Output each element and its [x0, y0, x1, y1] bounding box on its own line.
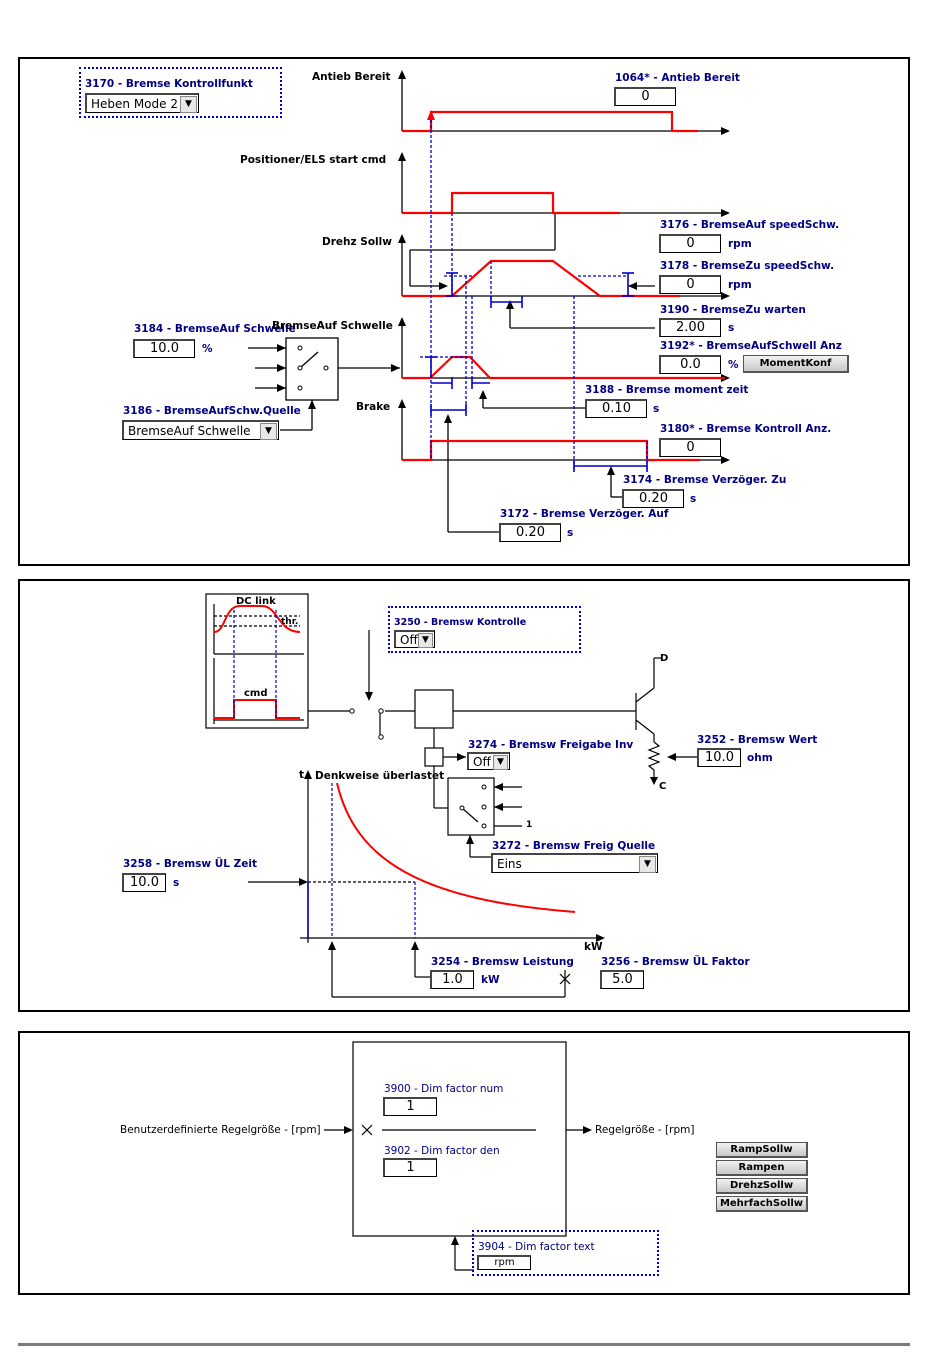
open-threshold-label: 3184 - BremseAuf Schwelle [134, 323, 296, 335]
threshold-label: thr. [281, 617, 299, 627]
open-speed-input[interactable]: 0 [659, 234, 721, 253]
cmd-label: cmd [244, 688, 268, 699]
control-display-label: 3180* - Bremse Kontroll Anz. [660, 423, 832, 435]
overload-time-input[interactable]: 10.0 [122, 873, 166, 892]
chopper-control-select[interactable]: Off▼ [394, 630, 435, 648]
open-delay-label: 3172 - Bremse Verzöger. Auf [500, 508, 669, 520]
torque-config-button[interactable]: MomentKonf [743, 355, 849, 373]
ramp-setpoint-button[interactable]: RampSollw [716, 1142, 808, 1158]
enable-source-value: Eins [497, 857, 522, 871]
threshold-display-unit: % [728, 359, 739, 371]
control-display-value: 0 [659, 438, 721, 457]
resistor-value-label: 3252 - Bremsw Wert [697, 734, 818, 746]
close-wait-label: 3190 - BremseZu warten [660, 304, 806, 316]
overload-factor-input[interactable]: 5.0 [600, 970, 644, 989]
close-wait-unit: s [728, 322, 735, 334]
signal-brake: Brake [356, 401, 391, 413]
threshold-source-label: 3186 - BremseAufSchw.Quelle [123, 405, 301, 417]
signal-positioner-start: Positioner/ELS start cmd [240, 154, 387, 166]
dim-den-label: 3902 - Dim factor den [384, 1145, 500, 1157]
chevron-down-icon: ▼ [260, 423, 277, 440]
chevron-down-icon: ▼ [418, 633, 433, 648]
terminal-d: D [660, 653, 669, 664]
threshold-display-label: 3192* - BremseAufSchwell Anz [660, 340, 842, 352]
drive-ready-label: 1064* - Antieb Bereit [615, 72, 740, 84]
torque-time-input[interactable]: 0.10 [585, 399, 647, 418]
open-speed-unit: rpm [728, 238, 752, 250]
torque-time-label: 3188 - Bremse moment zeit [585, 384, 749, 396]
dc-link-label: DC link [236, 596, 276, 607]
brake-chopper-diagram [205, 593, 697, 998]
dim-num-input[interactable]: 1 [383, 1097, 437, 1116]
terminal-c: C [659, 781, 667, 792]
overload-factor-label: 3256 - Bremsw ÜL Faktor [601, 956, 750, 968]
signal-speed-ref: Drehz Sollw [322, 236, 392, 248]
brake-mode-value: Heben Mode 2 [91, 97, 178, 111]
dim-text-input[interactable]: rpm [477, 1255, 531, 1270]
resistor-value-input[interactable]: 10.0 [697, 748, 741, 767]
brake-mode-group [79, 67, 282, 118]
power-input[interactable]: 1.0 [430, 970, 474, 989]
output-signal-label: Regelgröße - [rpm] [595, 1124, 695, 1136]
enable-invert-select[interactable]: Off▼ [467, 752, 510, 770]
open-delay-input[interactable]: 0.20 [499, 523, 561, 542]
chevron-down-icon: ▼ [639, 856, 656, 873]
multi-setpoint-button[interactable]: MehrfachSollw [716, 1196, 808, 1212]
kw-axis-label: kW [584, 941, 603, 953]
open-delay-unit: s [567, 527, 574, 539]
overload-time-unit: s [173, 877, 180, 889]
signal-drive-ready: Antieb Bereit [312, 71, 391, 83]
dim-text-group [472, 1230, 659, 1276]
dim-den-input[interactable]: 1 [383, 1158, 437, 1177]
signal-open-threshold: BremseAuf Schwelle [272, 320, 393, 332]
overload-curve-label: Denkweise überlastet [315, 770, 445, 782]
threshold-source-value: BremseAuf Schwelle [128, 424, 251, 438]
resistor-value-unit: ohm [747, 752, 773, 764]
brake-timing-diagram [248, 70, 730, 533]
close-speed-input[interactable]: 0 [659, 275, 721, 294]
enable-source-select[interactable]: Eins ▼ [491, 853, 658, 873]
open-threshold-unit: % [202, 343, 213, 355]
close-speed-label: 3178 - BremseZu speedSchw. [660, 260, 835, 272]
open-speed-label: 3176 - BremseAuf speedSchw. [660, 219, 840, 231]
speed-setpoint-button[interactable]: DrehzSollw [716, 1178, 808, 1194]
close-delay-unit: s [690, 493, 697, 505]
chevron-down-icon: ▼ [180, 96, 197, 113]
power-label: 3254 - Bremsw Leistung [431, 956, 574, 968]
input-one-label: 1 [526, 820, 533, 830]
brake-control-panel [18, 57, 910, 566]
close-delay-input[interactable]: 0.20 [622, 489, 684, 508]
chopper-control-value: Off [400, 633, 418, 647]
input-signal-label: Benutzerdefinierte Regelgröße - [rpm] [120, 1124, 321, 1136]
torque-time-unit: s [653, 403, 660, 415]
overload-time-label: 3258 - Bremsw ÜL Zeit [123, 858, 257, 870]
footer-divider [18, 1343, 910, 1346]
brake-mode-select[interactable]: Heben Mode 2▼ [85, 93, 199, 113]
enable-invert-label: 3274 - Bremsw Freigabe Inv [468, 739, 634, 751]
power-unit: kW [481, 974, 500, 986]
threshold-display-value: 0.0 [659, 355, 721, 374]
drive-ready-value: 0 [614, 87, 676, 106]
dim-text-label: 3904 - Dim factor text [478, 1241, 595, 1253]
ramps-button[interactable]: Rampen [716, 1160, 808, 1176]
chopper-control-label: 3250 - Bremsw Kontrolle [394, 617, 527, 628]
chevron-down-icon: ▼ [493, 755, 508, 770]
close-wait-input[interactable]: 2.00 [659, 318, 721, 337]
close-speed-unit: rpm [728, 279, 752, 291]
dimension-factor-diagram [324, 1041, 592, 1271]
time-axis-label: t [299, 769, 305, 781]
enable-source-label: 3272 - Bremsw Freig Quelle [492, 840, 656, 852]
brake-mode-label: 3170 - Bremse Kontrollfunkt [85, 78, 253, 90]
threshold-source-select[interactable]: BremseAuf Schwelle ▼ [122, 420, 279, 440]
chopper-control-group [388, 606, 581, 653]
close-delay-label: 3174 - Bremse Verzöger. Zu [623, 474, 787, 486]
enable-invert-value: Off [473, 755, 491, 769]
dim-num-label: 3900 - Dim factor num [384, 1083, 504, 1095]
open-threshold-input[interactable]: 10.0 [133, 339, 195, 358]
